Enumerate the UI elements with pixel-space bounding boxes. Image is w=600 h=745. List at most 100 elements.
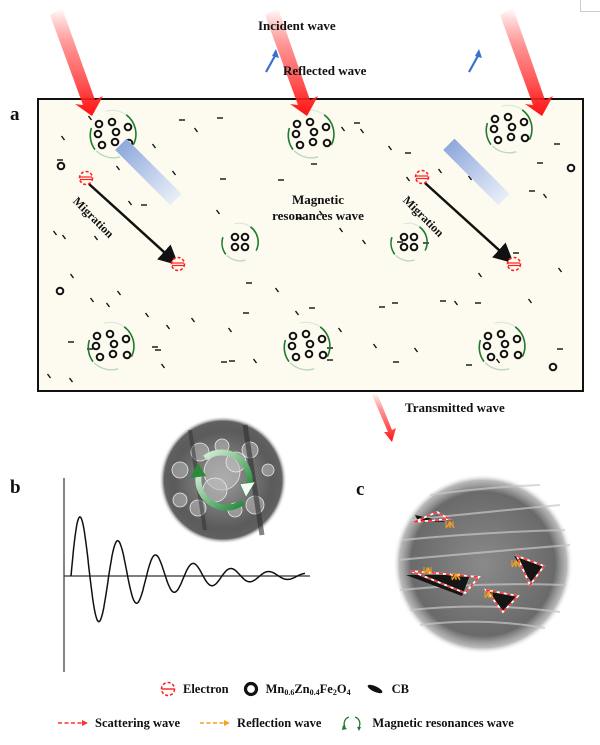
incident-arrow	[50, 8, 103, 116]
resonance-arc	[395, 254, 415, 262]
sem-ridge	[409, 605, 561, 613]
cb-particle	[252, 358, 258, 364]
cb-particle	[227, 327, 233, 333]
transmitted-arrow	[372, 393, 396, 442]
electron	[506, 256, 522, 272]
resonance-arc	[521, 109, 533, 141]
reflected-arrow	[265, 53, 277, 73]
ferrite-particle	[122, 350, 132, 360]
reflected-arrow	[468, 53, 480, 73]
magnetic-resonance-label: Magnetic resonances wave	[258, 192, 378, 224]
cb-particle	[337, 327, 343, 333]
cb-particle	[115, 165, 121, 171]
ferrite-particle	[399, 232, 409, 242]
ferrite-particle	[292, 119, 302, 129]
ferrite-particle	[295, 140, 305, 150]
resonance-arc	[125, 114, 137, 146]
reflection-mark	[484, 591, 494, 599]
reflected-wave-label: Reflected wave	[283, 63, 367, 78]
magnetic-resonance-label-line2: resonances wave	[272, 208, 364, 223]
ferrite-particle	[240, 232, 250, 242]
cb-particle	[171, 170, 177, 176]
sem-fiber	[242, 424, 265, 536]
resonance-arc	[299, 321, 321, 328]
sem-ridge	[401, 529, 566, 541]
reflection-mark	[445, 521, 455, 529]
ferrite-particle	[240, 242, 250, 252]
ferrite-particle	[304, 349, 314, 359]
ferrite-particle	[520, 133, 530, 143]
resonance-arc	[105, 109, 127, 116]
ferrite-particle	[111, 127, 121, 137]
ferrite-particle	[92, 331, 102, 341]
electrons	[78, 169, 522, 272]
cb-particle	[68, 377, 74, 383]
ferrite-particle	[121, 334, 131, 344]
scattering-wave-icon	[58, 720, 88, 726]
ferrite-particle	[56, 161, 66, 171]
electron	[78, 170, 94, 186]
ferrite-cluster	[283, 321, 331, 371]
sem-ridge	[397, 544, 571, 561]
resonance-arc	[478, 339, 485, 363]
reflection-mark	[511, 560, 521, 568]
cb-particle	[127, 200, 133, 206]
ferrite-particle	[490, 114, 500, 124]
ferrite-particle	[97, 140, 107, 150]
resonance-arc	[283, 339, 290, 363]
reflected-arrows	[265, 49, 482, 73]
cb-particle	[361, 239, 367, 245]
magnetic-resonance-label-line1: Magnetic	[292, 192, 344, 207]
ferrite-particle	[309, 127, 319, 137]
electron	[170, 256, 186, 272]
sem-ridge	[419, 620, 546, 629]
cb-particle	[294, 310, 300, 316]
ferrite-particle	[482, 341, 492, 351]
magnetic-resonance-icon	[342, 716, 362, 731]
cb-particles	[46, 115, 563, 383]
cb-particle	[89, 297, 95, 303]
ferrite-particle	[512, 334, 522, 344]
ferrite-particle	[513, 350, 523, 360]
transmitted-wave-label: Transmitted wave	[405, 400, 505, 415]
cb-particle	[52, 230, 58, 236]
ferrite-particle	[288, 331, 298, 341]
ferrite-particle	[503, 112, 513, 122]
resonance-arc	[485, 122, 492, 146]
cb-particle	[274, 287, 280, 293]
cb-particle	[69, 273, 75, 279]
electron	[414, 169, 430, 185]
legend-row-2: Scattering wave Reflection wave Magnetic…	[58, 713, 528, 733]
resonance-arc	[234, 222, 251, 228]
sem-particle	[171, 461, 189, 479]
legend-electron: Electron	[160, 681, 229, 697]
cb-particle	[318, 210, 324, 216]
ferrite-particle	[500, 339, 510, 349]
scattering-triangle	[413, 511, 452, 523]
ferrite-particle	[107, 117, 117, 127]
ferrite-particle	[94, 119, 104, 129]
cb-particle	[338, 227, 344, 233]
legend-scattering-label: Scattering wave	[95, 715, 181, 730]
ferrite-particle-icon	[243, 681, 258, 697]
ferrite-particle	[318, 350, 328, 360]
cb-particle	[215, 209, 221, 215]
ferrite-particle	[291, 129, 301, 139]
incident-arrow	[265, 8, 318, 116]
resonance-arc	[226, 254, 246, 262]
ferrite-particle	[399, 242, 409, 252]
legend-cb: CB	[365, 682, 409, 697]
resonance-arc	[287, 127, 294, 151]
resonance-arc	[289, 362, 315, 371]
single-ferrite-particles	[55, 161, 576, 372]
sem-ridge	[399, 583, 567, 591]
ferrite-particle	[507, 122, 517, 132]
cb-icon	[367, 684, 382, 694]
ferrite-particle	[109, 339, 119, 349]
legend-scattering: Scattering wave	[58, 716, 180, 731]
ferrite-particle	[305, 339, 315, 349]
ferrite-particle	[486, 352, 496, 362]
cb-particle	[413, 347, 419, 353]
resonance-arc	[514, 326, 526, 358]
